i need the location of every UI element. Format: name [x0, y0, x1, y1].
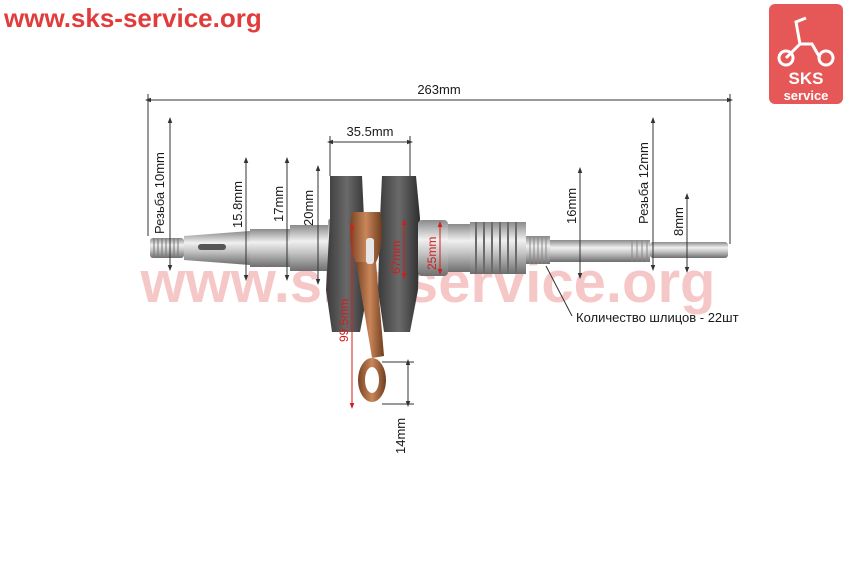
right-shaft — [550, 240, 628, 262]
crankshaft — [150, 176, 728, 402]
rod-beam — [356, 262, 384, 358]
label-17mm: 17mm — [271, 186, 286, 222]
needle-bearing — [366, 238, 374, 264]
label-overall-length: 263mm — [417, 82, 460, 97]
label-20mm: 20mm — [301, 190, 316, 226]
label-splines-count: Количество шлицов - 22шт — [576, 310, 739, 325]
label-thread-right: Резьба 12mm — [636, 142, 651, 224]
label-16mm: 16mm — [564, 188, 579, 224]
left-thread — [150, 238, 184, 258]
label-main-journal: 25mm — [425, 237, 439, 270]
right-end-tip — [650, 242, 728, 258]
label-rod-length: 99.5mm — [337, 299, 351, 342]
label-14mm: 14mm — [393, 418, 408, 454]
right-thread-section — [470, 222, 526, 274]
logo-line2: service — [784, 88, 829, 103]
right-crank-web — [378, 176, 420, 332]
logo-line1: SKS — [789, 69, 824, 88]
label-web-gap: 35.5mm — [347, 124, 394, 139]
sks-logo: SKS service — [769, 4, 843, 104]
small-end-bore — [365, 367, 379, 393]
watermark-url-top: www.sks-service.org — [3, 3, 262, 33]
left-journal — [250, 229, 290, 267]
keyway — [198, 244, 226, 250]
scooter-icon — [777, 16, 835, 67]
right-splines-small — [628, 240, 650, 262]
label-crank-pin: 67mm — [389, 241, 403, 274]
label-thread-left: Резьба 10mm — [152, 152, 167, 234]
left-main-journal — [290, 225, 328, 271]
label-8mm: 8mm — [671, 207, 686, 236]
right-main-journal — [448, 224, 470, 272]
label-15-8mm: 15.8mm — [230, 181, 245, 228]
